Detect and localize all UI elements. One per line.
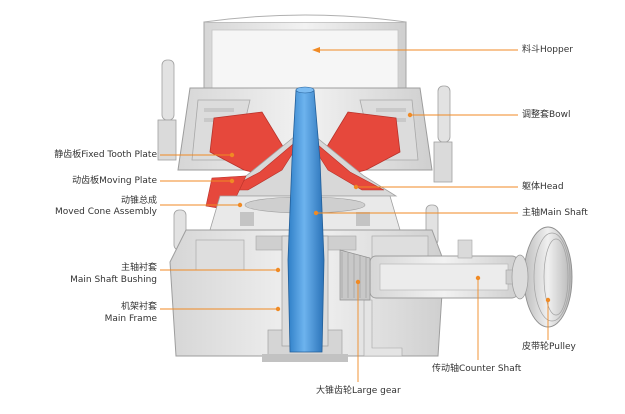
leader-bowl-dot xyxy=(407,112,413,118)
leader-counter-shaft-dot xyxy=(475,275,481,281)
label-counter-shaft: 传动轴Counter Shaft xyxy=(432,364,522,374)
leader-hopper-arrow xyxy=(312,47,320,53)
leader-frame-dot xyxy=(275,306,281,312)
leader-cone-assembly-dot xyxy=(237,202,243,208)
pulley xyxy=(511,226,573,328)
leader-moving-plate-dot xyxy=(229,178,235,184)
label-bushing-en: Main Shaft Bushing xyxy=(70,275,157,285)
label-moving-plate: 动齿板Moving Plate xyxy=(72,176,157,186)
label-main-shaft: 主轴Main Shaft xyxy=(522,208,588,218)
leader-large-gear-dot xyxy=(355,279,361,285)
hopper xyxy=(203,14,407,97)
label-cone-assembly-en: Moved Cone Assembly xyxy=(55,207,157,217)
leader-head-dot xyxy=(353,184,359,190)
main-shaft xyxy=(287,86,325,353)
leader-lines xyxy=(160,47,551,382)
label-frame-en: Main Frame xyxy=(104,314,157,324)
label-fixed-tooth-plate: 静齿板Fixed Tooth Plate xyxy=(54,150,157,160)
leader-fixed-plate-dot xyxy=(229,152,235,158)
label-frame-cn: 机架衬套 xyxy=(120,302,157,312)
large-gear xyxy=(339,249,371,301)
label-bushing-cn: 主轴衬套 xyxy=(120,263,157,273)
label-head: 躯体Head xyxy=(522,182,564,192)
label-hopper: 料斗Hopper xyxy=(522,45,573,55)
label-cone-assembly-cn: 动锥总成 xyxy=(120,196,157,206)
label-large-gear: 大锥齿轮Large gear xyxy=(316,386,401,396)
leader-main-shaft-dot xyxy=(313,210,319,216)
leader-pulley-dot xyxy=(545,297,551,303)
label-pulley: 皮带轮Pulley xyxy=(522,342,576,352)
label-bowl: 调整套Bowl xyxy=(522,110,571,120)
leader-bushing-dot xyxy=(275,267,281,273)
